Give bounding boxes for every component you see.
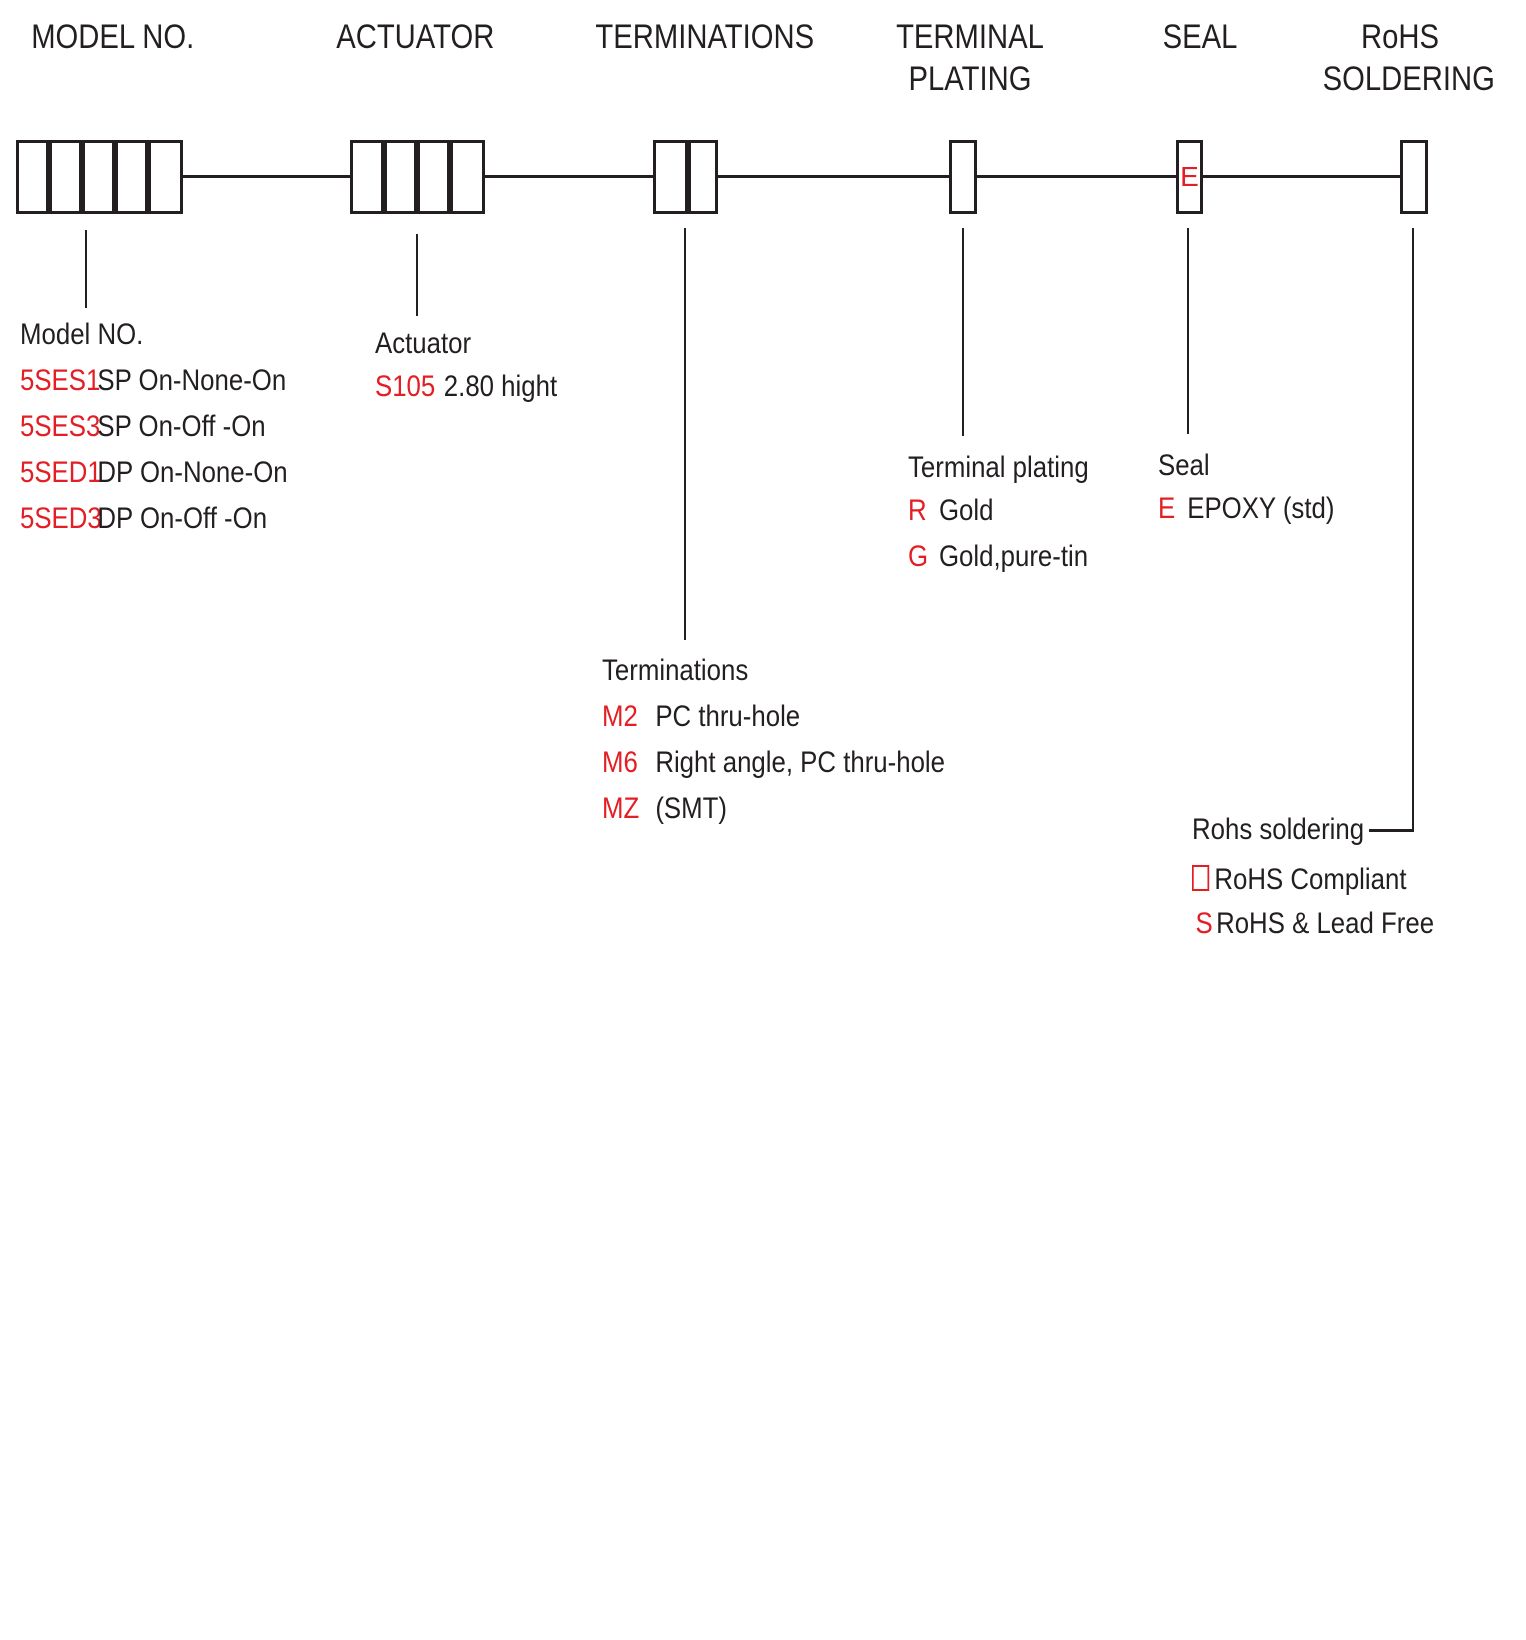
model-option: 5SED1DP On-None-On [20,456,288,489]
model-option: 5SES1SP On-None-On [20,364,287,397]
terminations-leader-line [684,228,686,640]
actuator-leader-line [416,234,418,316]
actuator-digit-box [417,140,450,214]
model-digit-box [82,140,115,214]
model-section-title: Model NO. [20,318,144,351]
blank-code-square-icon [1192,865,1210,891]
actuator-digit-box [384,140,417,214]
header-seal: SEAL [1162,18,1238,56]
model-digit-box [16,140,49,214]
terminations-digit-box [653,140,688,214]
header-terminations: TERMINATIONS [595,18,815,56]
header-model: MODEL NO. [31,18,195,56]
terminations-section-title: Terminations [602,654,749,687]
seal-section-title: Seal [1158,449,1210,482]
seal-digit-box: E [1176,140,1203,214]
actuator-digit-box [450,140,485,214]
connector-line [180,175,1420,178]
plating-section-title: Terminal plating [908,451,1089,484]
rohs-digit-box [1400,140,1428,214]
model-digit-box [115,140,148,214]
actuator-digit-box [350,140,384,214]
rohs-section-title: Rohs soldering [1192,813,1365,846]
terminations-option: MZ(SMT) [602,792,727,825]
rohs-option: RoHS Compliant [1192,858,1434,902]
rohs-leader-line [1412,228,1414,832]
model-digit-box [49,140,82,214]
model-section: Model NO. 5SES1SP On-None-On 5SES3SP On-… [20,312,288,542]
rohs-leader-elbow [1369,829,1414,832]
seal-leader-line [1187,228,1189,434]
header-actuator: ACTUATOR [336,18,495,56]
seal-box-value: E [1180,161,1199,192]
model-option: 5SES3SP On-Off -On [20,410,266,443]
model-option: 5SED3DP On-Off -On [20,502,268,535]
plating-leader-line [962,228,964,436]
model-leader-line [85,230,87,308]
plating-digit-box [949,140,977,214]
actuator-section-title: Actuator [375,327,472,360]
terminations-digit-box [688,140,718,214]
model-digit-box [148,140,183,214]
